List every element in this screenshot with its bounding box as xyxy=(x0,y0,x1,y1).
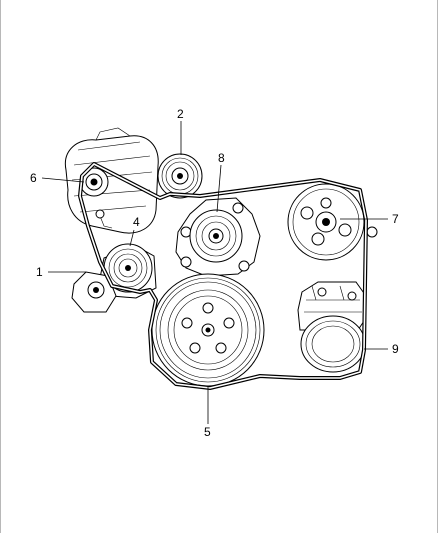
ac-compressor xyxy=(297,281,367,373)
serpentine-belt xyxy=(78,162,368,390)
callout-labels: 1 2 4 5 6 7 8 9 xyxy=(30,107,399,439)
callout-7: 7 xyxy=(392,212,399,226)
leader-4 xyxy=(129,229,135,247)
tensioner-bracket xyxy=(71,271,117,313)
power-steering-pump xyxy=(287,183,378,261)
callout-6: 6 xyxy=(30,171,37,185)
callout-9: 9 xyxy=(392,342,399,356)
alternator xyxy=(64,127,159,234)
callout-4: 4 xyxy=(133,215,140,229)
callout-5: 5 xyxy=(204,425,211,439)
water-pump xyxy=(175,197,261,277)
idler-pulley-upper xyxy=(157,153,203,199)
leader-8 xyxy=(216,164,222,213)
leader-6 xyxy=(41,177,85,183)
callout-leader-lines xyxy=(41,121,388,424)
callout-1: 1 xyxy=(36,265,43,279)
callout-8: 8 xyxy=(218,151,225,165)
callout-2: 2 xyxy=(177,107,184,121)
page-edge-left-mark xyxy=(0,0,1,533)
crankshaft-damper xyxy=(151,273,265,387)
